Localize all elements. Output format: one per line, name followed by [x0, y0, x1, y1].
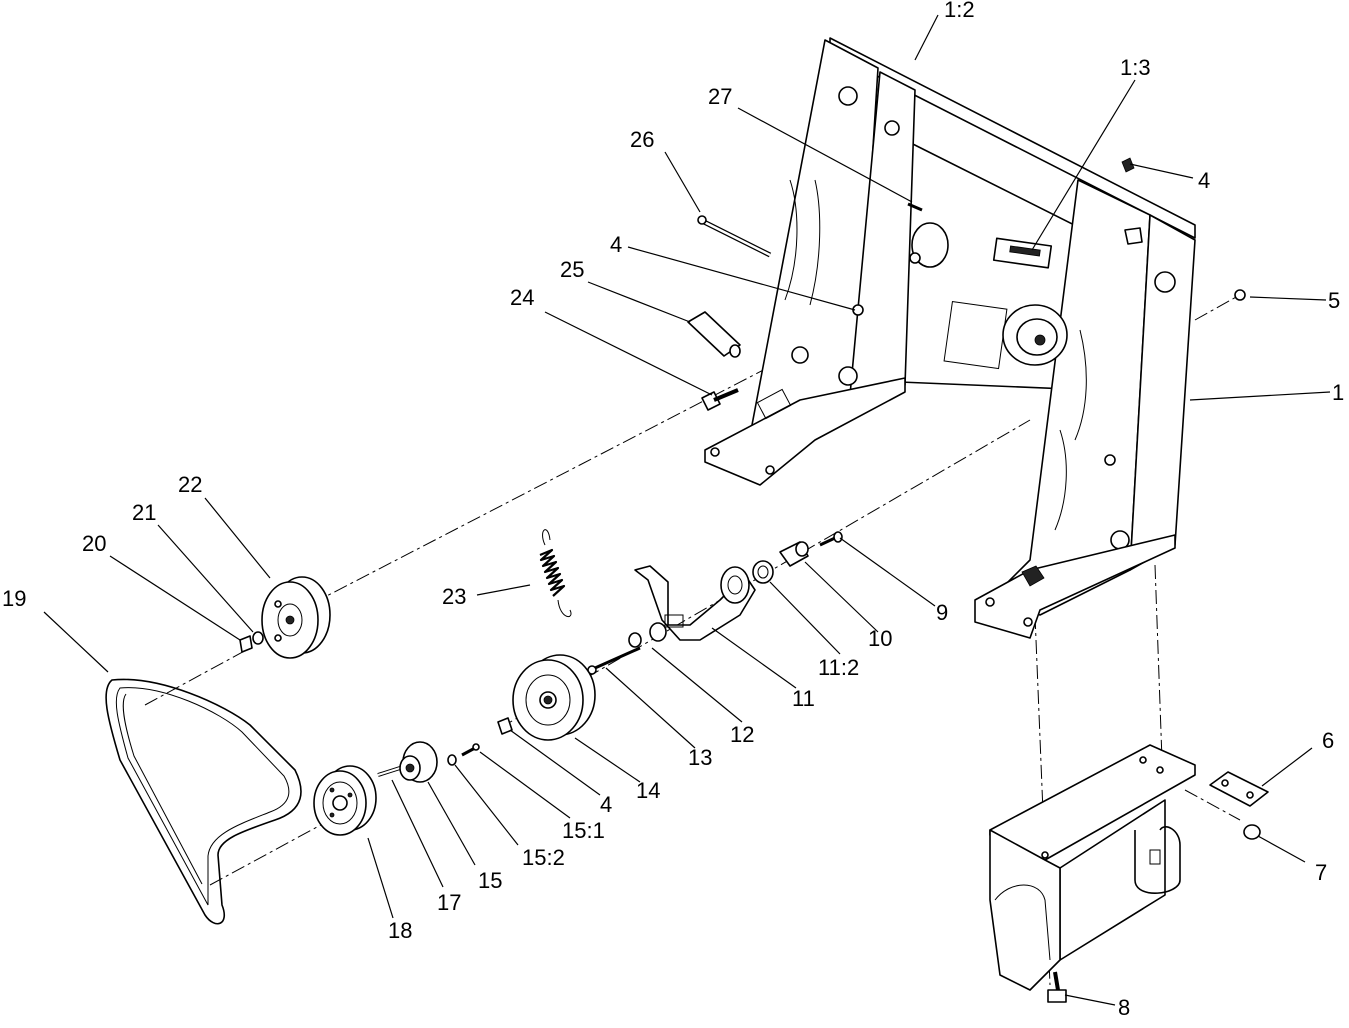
- callout-11-2: 11:2: [818, 655, 859, 680]
- drive-pulley-18: [313, 765, 377, 836]
- callout-18: 18: [388, 918, 412, 943]
- callout-6: 6: [1322, 728, 1334, 753]
- nut-20: [239, 635, 253, 653]
- callout-26: 26: [630, 127, 654, 152]
- callout-5: 5: [1328, 288, 1340, 313]
- washer-15-2: [447, 754, 457, 766]
- callout-12: 12: [730, 722, 754, 747]
- callout-24: 24: [510, 285, 534, 310]
- callout-15: 15: [478, 868, 502, 893]
- callout-15-1: 15:1: [562, 818, 605, 843]
- screw-15-1: [461, 743, 480, 757]
- callout-10: 10: [868, 626, 892, 651]
- hub-15: [399, 741, 438, 783]
- driven-pulley-22: [261, 576, 331, 659]
- callout-4-lower: 4: [600, 792, 612, 817]
- callout-14: 14: [636, 778, 660, 803]
- callout-7: 7: [1315, 860, 1327, 885]
- callout-23: 23: [442, 584, 466, 609]
- callout-1-2: 1:2: [944, 0, 975, 22]
- idler-arm-11: [634, 565, 756, 641]
- bushing-11-2: [752, 560, 774, 584]
- callout-21: 21: [132, 500, 156, 525]
- bolt-9: [819, 531, 843, 547]
- washer-12: [628, 622, 667, 648]
- leader-lines: [43, 14, 1331, 1006]
- callout-11: 11: [792, 686, 815, 711]
- key-17: [377, 766, 401, 777]
- callout-9: 9: [936, 600, 948, 625]
- callout-1: 1: [1332, 380, 1344, 405]
- callout-25: 25: [560, 257, 584, 282]
- mount-bracket: [989, 744, 1269, 1003]
- callout-8: 8: [1118, 995, 1130, 1020]
- callout-20: 20: [82, 531, 106, 556]
- idler-pulley-14: [512, 654, 596, 741]
- shoulder-bolt-13: [587, 646, 641, 675]
- main-frame-assembly: [704, 37, 1196, 639]
- nut-4-lower: [497, 717, 513, 735]
- callout-22: 22: [178, 472, 202, 497]
- callout-27: 27: [708, 84, 732, 109]
- v-belt: [105, 678, 302, 925]
- callout-4-top: 4: [1198, 168, 1210, 193]
- callout-15-2: 15:2: [522, 845, 565, 870]
- callout-1-3: 1:3: [1120, 55, 1151, 80]
- callout-4-mid: 4: [610, 232, 622, 257]
- frame-hardware: [687, 202, 1246, 411]
- extension-spring-23: [539, 529, 572, 618]
- callout-17: 17: [437, 890, 461, 915]
- spacer-10: [779, 541, 809, 567]
- callout-13: 13: [688, 745, 712, 770]
- callout-19: 19: [2, 586, 26, 611]
- washer-21: [252, 631, 264, 645]
